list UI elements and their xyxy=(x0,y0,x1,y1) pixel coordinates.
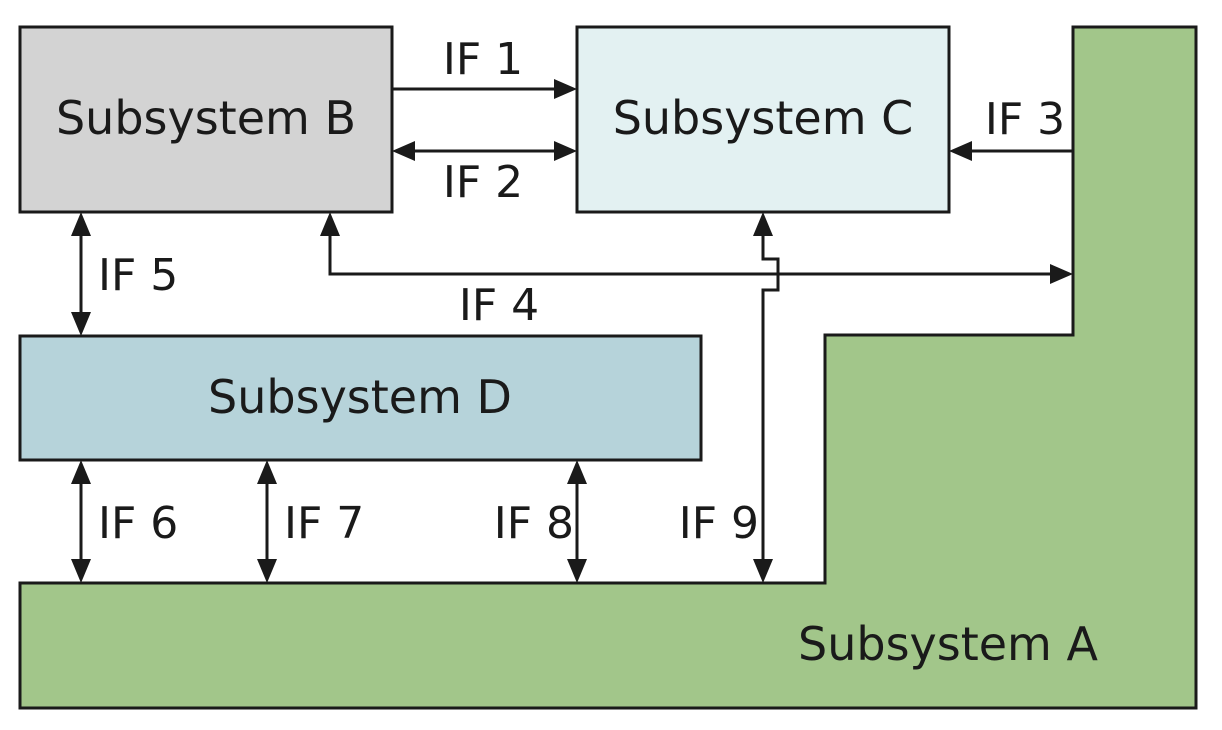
if2-arrowhead-c xyxy=(554,141,577,161)
subsystem-b-block[interactable] xyxy=(18,25,394,214)
subsystem-a-block[interactable] xyxy=(18,25,1198,710)
if2-label: IF 2 xyxy=(443,157,523,208)
if2-arrowhead-b xyxy=(392,141,415,161)
if4-label: IF 4 xyxy=(459,280,539,331)
if8-label: IF 8 xyxy=(494,498,574,549)
subsystem-d-block[interactable] xyxy=(18,334,703,462)
if9-arrowhead-a xyxy=(753,559,773,583)
if5-label: IF 5 xyxy=(98,250,178,301)
if4-arrowhead-a xyxy=(1050,264,1073,284)
if9-label: IF 9 xyxy=(679,498,759,549)
if4-connector xyxy=(328,234,1052,276)
if9-connector xyxy=(761,234,780,562)
if4-arrowhead-b xyxy=(320,212,340,236)
if8-arrowhead-a xyxy=(567,559,587,583)
if5-arrowhead-d xyxy=(71,312,91,336)
if8-arrowhead-d xyxy=(567,460,587,484)
if6-arrowhead-d xyxy=(71,460,91,484)
if7-arrowhead-a xyxy=(257,559,277,583)
if1-label: IF 1 xyxy=(443,34,523,85)
if7-arrowhead-d xyxy=(257,460,277,484)
if6-arrowhead-a xyxy=(71,559,91,583)
if9-arrowhead-c xyxy=(753,212,773,236)
if7-label: IF 7 xyxy=(284,498,364,549)
subsystem-d-label: Subsystem D xyxy=(208,370,512,424)
subsystem-b-label: Subsystem B xyxy=(56,91,356,145)
if6-label: IF 6 xyxy=(98,498,178,549)
if1-arrowhead xyxy=(554,79,577,99)
if5-arrowhead-b xyxy=(71,212,91,236)
if3-arrowhead xyxy=(949,141,972,161)
subsystem-c-block[interactable] xyxy=(575,25,951,214)
subsystem-c-label: Subsystem C xyxy=(613,91,914,145)
subsystem-a-label: Subsystem A xyxy=(798,617,1098,671)
if3-label: IF 3 xyxy=(985,94,1065,145)
